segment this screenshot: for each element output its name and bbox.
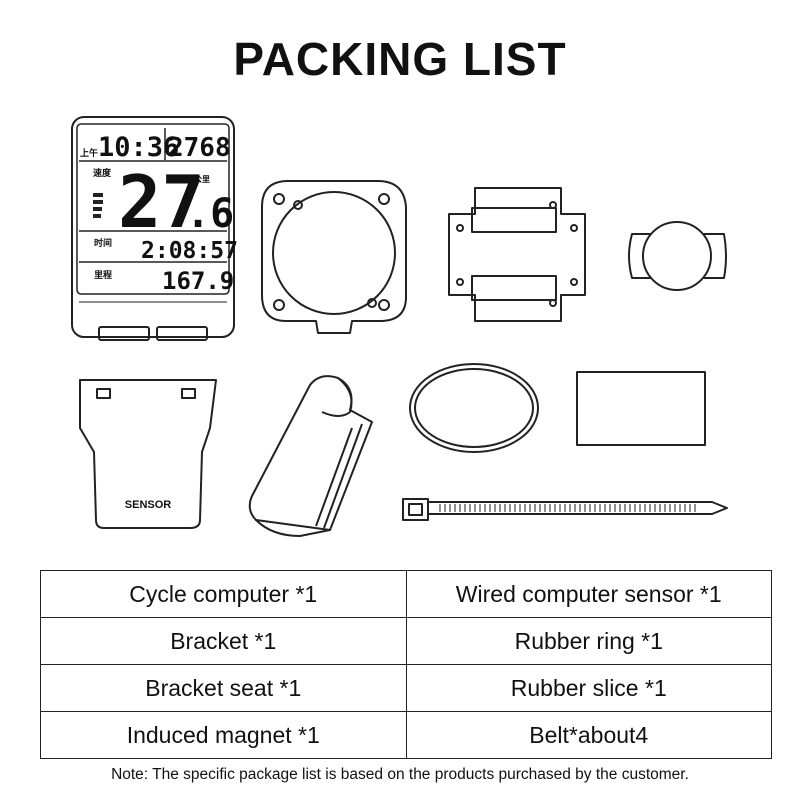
rubber-ring-illustration: [409, 363, 539, 453]
display-speed-label: 速度: [93, 167, 112, 179]
rubber-pad-illustration: [576, 371, 706, 446]
display-distance: 2768: [168, 133, 231, 163]
display-time: 10:36: [98, 132, 179, 163]
footnote: Note: The specific package list is based…: [111, 766, 689, 783]
table-cell: Rubber ring *1: [405, 617, 772, 665]
wired-sensor-illustration: [79, 379, 217, 529]
table-cell: Bracket seat *1: [40, 664, 407, 712]
display-trip: 167.9: [162, 267, 234, 295]
display-trip-label: 里程: [94, 269, 112, 281]
table-row: Induced magnet *1 Belt*about4: [40, 711, 772, 759]
rubber-slice-illustration: [248, 375, 373, 537]
display-ampm-label: 上午: [80, 147, 98, 159]
table-cell: Bracket *1: [40, 617, 407, 665]
product-illustrations: 10:36 2768 27 .6 2:08:57 167.9 上午 速度 公里 …: [71, 116, 728, 537]
display-speed: 27: [118, 160, 205, 244]
bracket-seat-illustration: [448, 187, 586, 322]
table-cell: Belt*about4: [405, 711, 772, 759]
cable-tie-illustration: [402, 498, 728, 521]
display-ride-time: 2:08:57: [141, 238, 238, 264]
table-cell: Cycle computer *1: [40, 570, 407, 618]
display-speed-decimal: .6: [186, 191, 234, 237]
display-unit-label: 公里: [194, 175, 210, 184]
table-row: Bracket seat *1 Rubber slice *1: [40, 664, 772, 712]
sensor-label: SENSOR: [125, 499, 172, 511]
cycle-computer-illustration: [71, 116, 235, 341]
page-title: PACKING LIST: [233, 33, 567, 85]
table-row: Cycle computer *1 Wired computer sensor …: [40, 570, 772, 618]
packing-list-table: Cycle computer *1 Wired computer sensor …: [40, 570, 772, 759]
display-time-label: 时间: [94, 237, 112, 249]
table-cell: Induced magnet *1: [40, 711, 407, 759]
table-cell: Wired computer sensor *1: [405, 570, 772, 618]
induced-magnet-illustration: [628, 221, 727, 291]
bracket-illustration: [261, 180, 407, 334]
table-cell: Rubber slice *1: [405, 664, 772, 712]
table-row: Bracket *1 Rubber ring *1: [40, 617, 772, 665]
